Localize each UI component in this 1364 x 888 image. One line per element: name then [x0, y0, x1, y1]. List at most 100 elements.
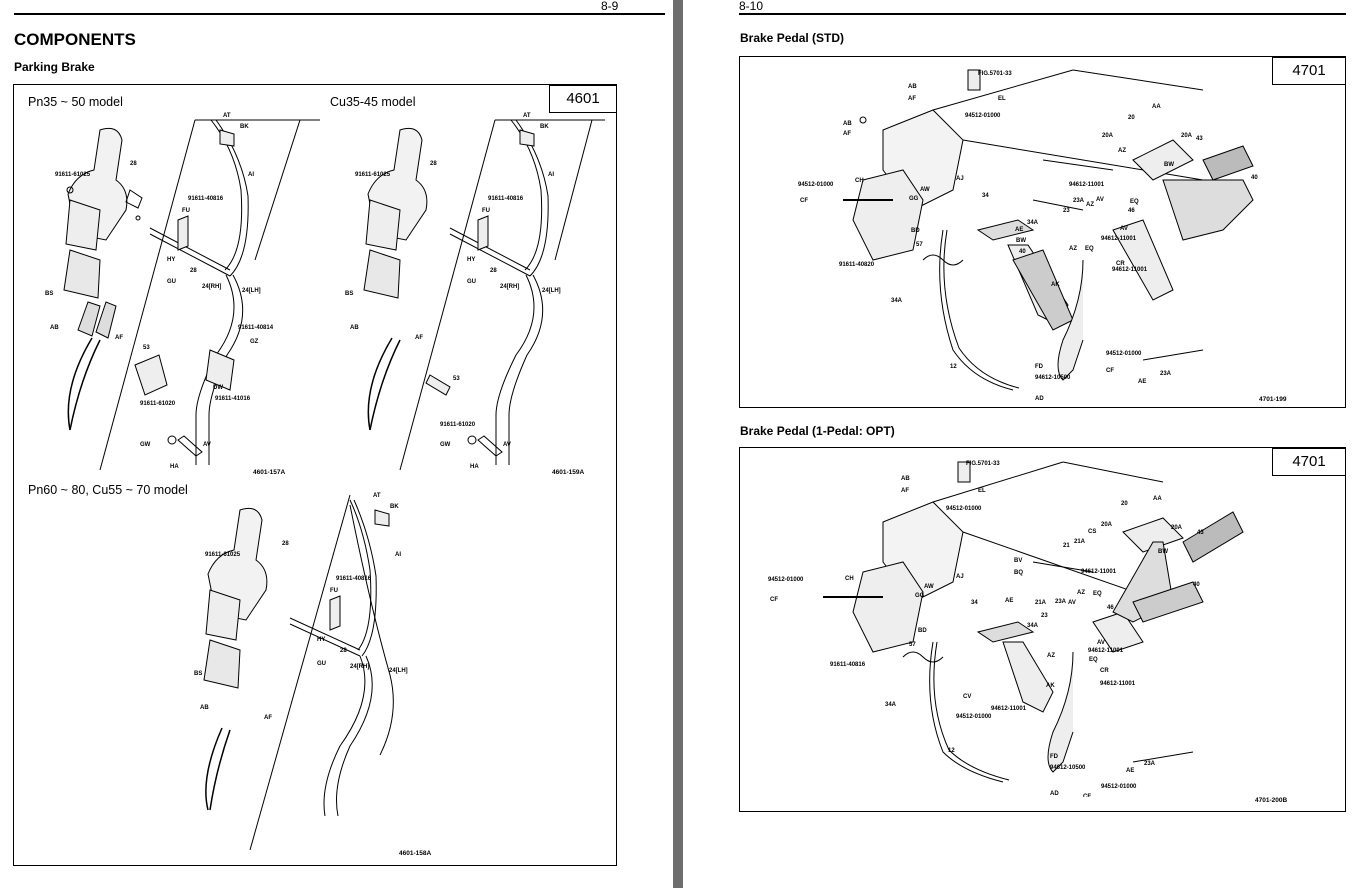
- part-callout: 21: [1063, 543, 1070, 549]
- drawing-code: 4601-158A: [399, 850, 432, 857]
- part-callout: 24[LH]: [242, 288, 261, 294]
- spread-divider: [673, 0, 683, 888]
- part-callout: AB: [350, 325, 359, 331]
- part-callout: 53: [453, 376, 460, 382]
- part-callout: FU: [330, 588, 338, 594]
- brake-pedal-std-frame: [739, 56, 1346, 408]
- part-callout: 40: [1251, 175, 1258, 181]
- part-callout: EQ: [1093, 591, 1102, 597]
- part-callout: HA: [470, 464, 479, 470]
- part-callout: AW: [924, 584, 934, 590]
- part-callout: BS: [45, 291, 53, 297]
- model-label-pn35-50: Pn35 ~ 50 model: [28, 95, 123, 109]
- part-callout: 43: [1196, 136, 1203, 142]
- part-callout: 28: [430, 161, 437, 167]
- drawing-code: 4601-159A: [552, 469, 585, 476]
- part-callout: AB: [200, 705, 209, 711]
- part-callout: AT: [523, 113, 531, 119]
- section-title: COMPONENTS: [14, 30, 136, 49]
- part-callout: 23A: [1144, 761, 1156, 767]
- part-callout: 23A: [1160, 371, 1172, 377]
- part-callout: 23: [1041, 613, 1048, 619]
- model-label-pn60-80: Pn60 ~ 80, Cu55 ~ 70 model: [28, 483, 188, 497]
- part-callout: AI: [395, 552, 401, 558]
- part-callout: AE: [1138, 379, 1146, 385]
- page-number: 8-9: [601, 0, 619, 13]
- subtitle: Parking Brake: [14, 60, 95, 74]
- part-callout: 94612-10500: [1050, 765, 1086, 771]
- part-callout: AV: [1120, 226, 1128, 232]
- part-callout: AJ: [956, 176, 964, 182]
- part-callout: FU: [482, 208, 490, 214]
- part-callout: 91611-40814: [238, 325, 274, 331]
- part-callout: AE: [1005, 598, 1013, 604]
- part-callout: 53: [143, 345, 150, 351]
- part-callout: 20A: [1171, 525, 1183, 531]
- part-callout: 91611-61025: [205, 552, 241, 558]
- part-callout: FD: [1035, 364, 1044, 370]
- part-callout: 24[RH]: [500, 284, 519, 290]
- page-number: 8-10: [739, 0, 764, 13]
- part-callout: GZ: [250, 339, 259, 345]
- part-callout: 94512-01000: [946, 506, 982, 512]
- part-callout: AF: [908, 96, 916, 102]
- part-callout: CR: [1100, 668, 1109, 674]
- part-callout: EL: [978, 488, 986, 494]
- part-callout: AV: [1096, 197, 1104, 203]
- part-callout: 94612-10500: [1035, 375, 1071, 381]
- part-callout: BW: [1164, 162, 1174, 168]
- part-callout: 94512-01000: [956, 714, 992, 720]
- parking-brake-drawing-pn60: 28 91611-61025 AT BK AI 91611-40816 FU H…: [194, 493, 408, 850]
- left-page: 8-9 COMPONENTS Parking Brake 4601 Pn35 ~…: [0, 0, 673, 888]
- part-callout: 28: [130, 161, 137, 167]
- part-callout: 91611-40820: [839, 262, 875, 268]
- part-callout: DW: [213, 385, 223, 391]
- part-callout: AE: [1015, 227, 1023, 233]
- parking-brake-linework: [203, 494, 394, 850]
- part-callout: FIG.5701-33: [978, 71, 1012, 77]
- part-callout: 91611-61025: [55, 172, 91, 178]
- part-callout: 43: [1197, 530, 1204, 536]
- part-callout: 94612-11001: [991, 706, 1027, 712]
- part-callout: CF: [1083, 794, 1091, 797]
- part-callout: CH: [855, 178, 864, 184]
- figure-title-brake-pedal-std: Brake Pedal (STD): [740, 31, 845, 45]
- part-callout: 94612-11001: [1088, 648, 1124, 654]
- part-callout: 57: [916, 242, 923, 248]
- part-callout: EQ: [1130, 199, 1139, 205]
- part-callout: 24[RH]: [350, 664, 369, 670]
- part-callout: AB: [901, 476, 910, 482]
- parking-brake-drawing-cu35: 28 91611-61025 AT BK AI 91611-40816 FU H…: [345, 113, 605, 470]
- part-callout: 91611-61020: [440, 422, 476, 428]
- part-callout: GW: [440, 442, 451, 448]
- part-callout: 34A: [1027, 220, 1039, 226]
- part-callout: 94612-11001: [1069, 182, 1105, 188]
- part-callout: CF: [800, 198, 808, 204]
- part-callout: BK: [540, 124, 549, 130]
- figure-number: 4701: [1272, 57, 1346, 85]
- brake-pedal-linework: [823, 461, 1244, 783]
- part-callout: GW: [140, 442, 151, 448]
- part-callout: BV: [1014, 558, 1022, 564]
- part-callout: 23A: [1055, 599, 1067, 605]
- header-rule: [14, 13, 665, 15]
- part-callout: AB: [843, 121, 852, 127]
- part-callout: 21A: [1035, 600, 1047, 606]
- part-callout: 23: [1063, 208, 1070, 214]
- part-callout: AI: [248, 172, 254, 178]
- part-callout: 94512-01000: [1106, 351, 1142, 357]
- part-callout: AB: [908, 84, 917, 90]
- part-callout: GG: [915, 593, 925, 599]
- part-callout: 46: [1107, 605, 1114, 611]
- part-callout: 57: [909, 642, 916, 648]
- part-callout: BK: [390, 504, 399, 510]
- part-callout: 20A: [1102, 133, 1114, 139]
- part-callout: 34A: [891, 298, 903, 304]
- part-callout: 24[LH]: [542, 288, 561, 294]
- part-callout: 94512-01000: [798, 182, 834, 188]
- part-callout: 91611-40816: [830, 662, 866, 668]
- part-callout: AZ: [1069, 246, 1077, 252]
- part-callout: AJ: [956, 574, 964, 580]
- parking-brake-linework: [363, 119, 605, 470]
- part-callout: 94612-11001: [1112, 267, 1148, 273]
